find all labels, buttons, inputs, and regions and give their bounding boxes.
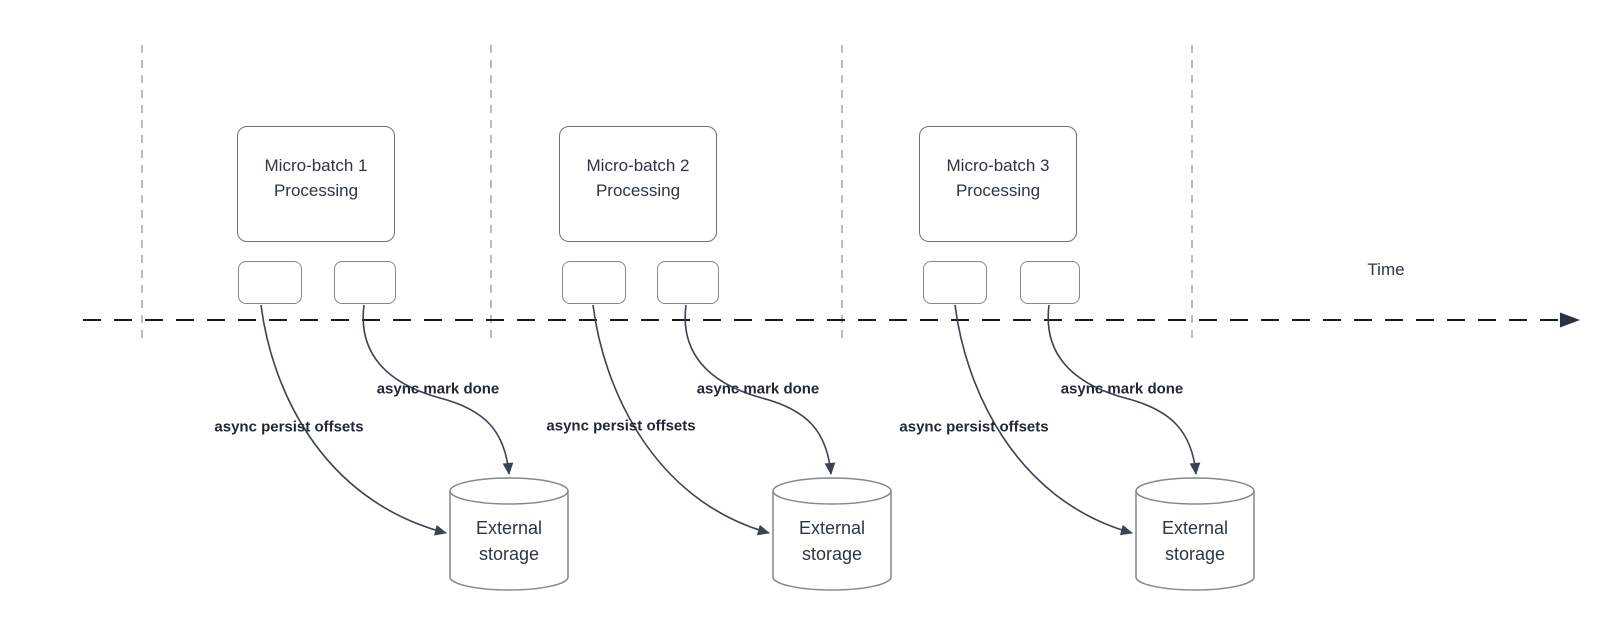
batch-2-cylinder-rim <box>772 490 892 505</box>
batch-2-title-line1: Micro-batch 2 <box>586 156 690 175</box>
batch-2-processing-box: Micro-batch 2 Processing <box>559 126 717 242</box>
batch-2-storage-line1: External <box>798 518 866 538</box>
batch-2-mark-done-label: async mark done <box>696 380 820 398</box>
batch-2-storage-line2: storage <box>801 544 863 564</box>
batch-1-persist-offsets-arrow <box>260 304 447 536</box>
batch-2-persist-offsets-label: async persist offsets <box>546 417 696 435</box>
batch-3-cylinder-rim <box>1135 490 1255 505</box>
batch-3-title-line2: Processing <box>955 181 1041 200</box>
batch-3-title-line1: Micro-batch 3 <box>946 156 1050 175</box>
batch-3-title: Micro-batch 3 Processing <box>947 153 1050 203</box>
batch-3-storage-line1: External <box>1161 518 1229 538</box>
batch-2-done-task-box <box>657 261 719 304</box>
batch-1-cylinder-rim <box>449 490 569 505</box>
batch-3-persist-offsets-arrow <box>954 304 1133 536</box>
batch-1-processing-box: Micro-batch 1 Processing <box>237 126 395 242</box>
batch-1-storage-line2: storage <box>478 544 540 564</box>
batch-3-mark-done-arrow <box>1047 304 1201 475</box>
batch-3-persist-offsets-label: async persist offsets <box>899 418 1049 436</box>
batch-2-storage-cylinder <box>772 477 892 591</box>
batch-1-storage-line1: External <box>475 518 543 538</box>
batch-3-storage-line2: storage <box>1164 544 1226 564</box>
batch-1-persist-task-box <box>238 261 302 304</box>
batch-1-mark-done-arrow <box>362 304 514 475</box>
batch-3-done-task-box <box>1020 261 1080 304</box>
batch-2-persist-task-box <box>562 261 626 304</box>
batch-3-storage-cylinder <box>1135 477 1255 591</box>
batch-1-persist-offsets-label: async persist offsets <box>214 418 364 436</box>
batch-1-title-line1: Micro-batch 1 <box>264 156 368 175</box>
batch-3-persist-task-box <box>923 261 987 304</box>
batch-2-title-line2: Processing <box>595 181 681 200</box>
batch-1-done-task-box <box>334 261 396 304</box>
batch-1-mark-done-label: async mark done <box>376 380 500 398</box>
batch-2-title: Micro-batch 2 Processing <box>587 153 690 203</box>
batch-1-title-line2: Processing <box>273 181 359 200</box>
batch-1-storage-label: External storage <box>476 515 542 567</box>
batch-2-mark-done-arrow <box>684 304 836 475</box>
time-axis-arrowhead <box>1560 312 1580 328</box>
batch-2-persist-offsets-arrow <box>592 304 770 536</box>
batch-3-storage-label: External storage <box>1162 515 1228 567</box>
batch-3-processing-box: Micro-batch 3 Processing <box>919 126 1077 242</box>
batch-3-mark-done-label: async mark done <box>1060 380 1184 398</box>
batch-2-storage-label: External storage <box>799 515 865 567</box>
batch-1-title: Micro-batch 1 Processing <box>265 153 368 203</box>
time-axis-label: Time <box>1367 260 1405 279</box>
batch-1-storage-cylinder <box>449 477 569 591</box>
